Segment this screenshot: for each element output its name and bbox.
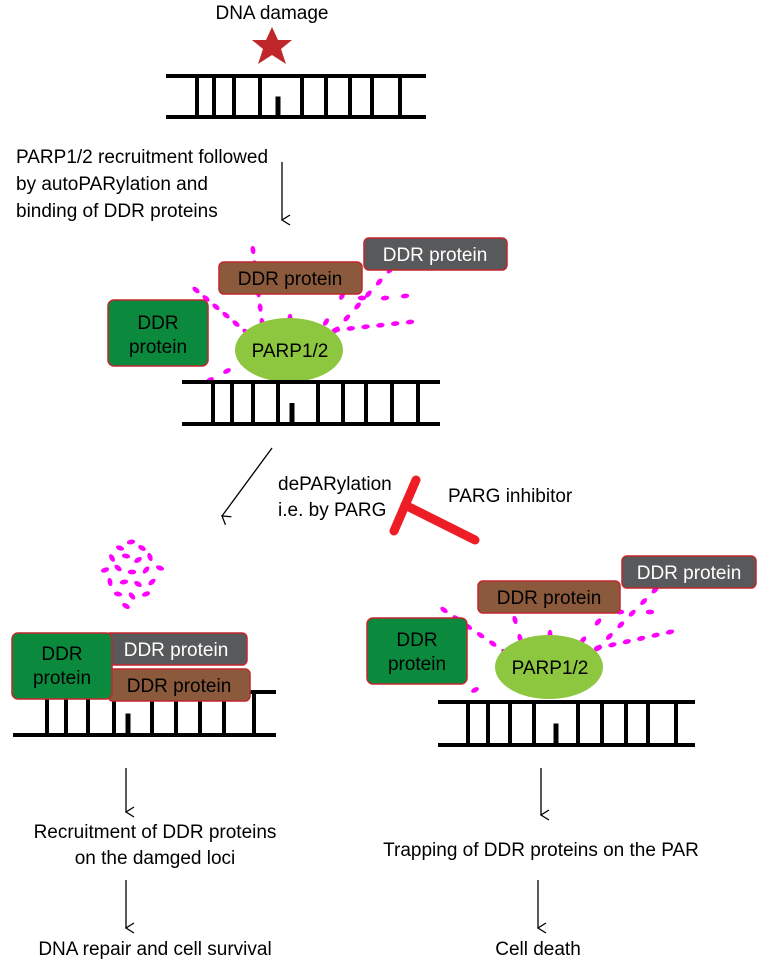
right-ddr-green-box: DDR protein [366,617,468,685]
left-gray-box-label: DDR protein [124,640,229,661]
right-brown-box-label: DDR protein [497,588,602,609]
dna-damage-star-icon [252,27,292,64]
deparylation-line-2: i.e. by PARG [278,500,386,521]
ddr-protein-brown-box: DDR protein [218,261,363,295]
deparylation-line-1: dePARylation [278,474,392,495]
left-green-line-1: DDR [41,644,82,665]
left-ddr-gray-box: DDR protein [104,632,248,666]
right-final: Cell death [495,939,581,960]
ddr-protein-gray-box: DDR protein [363,237,508,271]
right-outcome: Trapping of DDR proteins on the PAR [383,840,699,861]
dna-strand-top [166,74,426,119]
left-outcome-line-2: on the damged loci [75,848,236,869]
parg-inhibitor-label: PARG inhibitor [448,486,573,507]
dna-strand-right [438,700,695,747]
green-box-line-2: protein [129,337,187,358]
gray-box-label: DDR protein [383,245,488,266]
step1-line-3: binding of DDR proteins [16,201,218,222]
step1-line-1: PARP1/2 recruitment followed [16,147,268,168]
left-ddr-green-box: DDR protein [11,632,113,700]
left-green-line-2: protein [33,668,91,689]
left-brown-box-label: DDR protein [127,676,232,697]
parg-inhibitor-t-bar-icon [389,475,480,545]
dna-damage-label: DNA damage [215,3,328,24]
right-parp-ellipse: PARP1/2 [495,635,603,699]
right-green-line-1: DDR [396,630,437,651]
parp-label: PARP1/2 [252,341,329,362]
green-box-line-1: DDR [137,313,178,334]
right-green-line-2: protein [388,654,446,675]
ddr-protein-green-box: DDR protein [107,299,209,367]
right-gray-box-label: DDR protein [637,563,742,584]
arrow-deparylation [221,447,273,526]
brown-box-label: DDR protein [238,269,343,290]
parp-ellipse: PARP1/2 [235,318,343,382]
right-ddr-brown-box: DDR protein [477,580,621,614]
free-par-cluster [100,539,165,609]
step1-text: PARP1/2 recruitment followed by autoPARy… [16,147,268,222]
left-final: DNA repair and cell survival [38,939,271,960]
right-parp-label: PARP1/2 [512,658,589,679]
dna-strand-middle [182,380,440,426]
right-ddr-gray-box: DDR protein [621,555,757,589]
step1-line-2: by autoPARylation and [16,174,208,195]
left-outcome-line-1: Recruitment of DDR proteins [34,822,277,843]
left-ddr-brown-box: DDR protein [107,668,251,702]
